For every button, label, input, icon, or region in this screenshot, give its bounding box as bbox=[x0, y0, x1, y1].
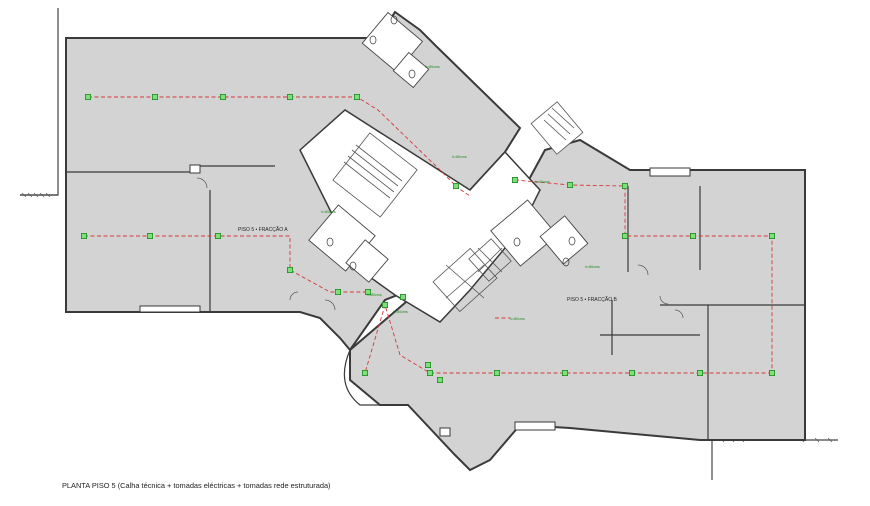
outlet-marker bbox=[562, 369, 569, 376]
dim-note-1: h=80cms bbox=[425, 65, 440, 69]
outlet-marker bbox=[361, 369, 368, 376]
outlet-marker bbox=[436, 376, 443, 383]
outlet-marker bbox=[381, 301, 388, 308]
dimension-notes: h=80cms h=80cms h=80cms h=80cms h=80cms … bbox=[321, 65, 600, 321]
dim-note-3: h=80cms bbox=[321, 210, 336, 214]
outlet-marker bbox=[567, 181, 574, 188]
outlet-marker bbox=[146, 232, 153, 239]
dim-note-4: h=80cms bbox=[367, 293, 382, 297]
outlet-marker bbox=[622, 182, 629, 189]
outlet-marker bbox=[426, 369, 433, 376]
fraction-b-label: PISO 5 • FRACÇÃO B bbox=[567, 296, 617, 303]
outlet-marker bbox=[769, 232, 776, 239]
dim-note-7: h=80cms bbox=[535, 180, 550, 184]
outlet-marker bbox=[452, 182, 459, 189]
outlet-marker bbox=[286, 266, 293, 273]
outlet-marker bbox=[399, 293, 406, 300]
outlet-marker bbox=[219, 94, 226, 101]
outlet-marker bbox=[512, 176, 519, 183]
stair-block bbox=[332, 101, 584, 313]
outlet-marker bbox=[690, 232, 697, 239]
outlet-marker bbox=[697, 369, 704, 376]
outlet-marker bbox=[214, 232, 221, 239]
interior-walls bbox=[66, 165, 805, 440]
dim-note-6: h=80cms bbox=[510, 317, 525, 321]
outlet-marker bbox=[81, 232, 88, 239]
outlet-marker bbox=[364, 288, 371, 295]
plan-caption: PLANTA PISO 5 (Calha técnica + tomadas e… bbox=[62, 481, 331, 490]
door-swings bbox=[196, 177, 684, 319]
dim-note-5: h=80cms bbox=[393, 310, 408, 314]
window-notches bbox=[139, 164, 691, 437]
outlet-marker bbox=[622, 232, 629, 239]
dim-note-2: h=80cms bbox=[452, 155, 467, 159]
outlet-group bbox=[81, 94, 776, 383]
dim-note-8: h=80cms bbox=[585, 265, 600, 269]
outlet-marker bbox=[334, 288, 341, 295]
outlet-marker bbox=[151, 94, 158, 101]
outlet-marker bbox=[286, 94, 293, 101]
outlet-marker bbox=[493, 369, 500, 376]
fraction-a-label: PISO 5 • FRACÇÃO A bbox=[238, 226, 288, 233]
toilet-fixtures bbox=[326, 15, 576, 271]
outlet-marker bbox=[85, 94, 92, 101]
outlet-marker bbox=[424, 361, 431, 368]
outlet-marker bbox=[629, 369, 636, 376]
outlet-marker bbox=[353, 94, 360, 101]
outlet-marker bbox=[769, 369, 776, 376]
